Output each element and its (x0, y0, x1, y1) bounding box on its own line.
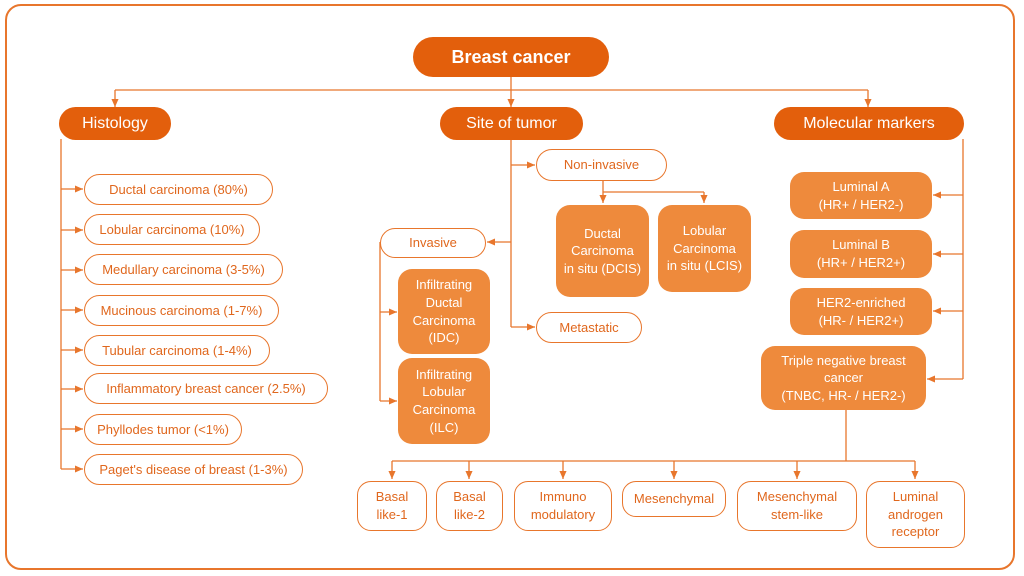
histology-item: Medullary carcinoma (3-5%) (84, 254, 283, 285)
marker-tnbc: Triple negative breast cancer (TNBC, HR-… (761, 346, 926, 410)
tnbc-subtype-mesenchymal-stem-like: Mesenchymal stem-like (737, 481, 857, 531)
site-dcis: Ductal Carcinoma in situ (DCIS) (556, 205, 649, 297)
site-lcis: Lobular Carcinoma in situ (LCIS) (658, 205, 751, 292)
histology-item: Paget's disease of breast (1-3%) (84, 454, 303, 485)
tnbc-subtype-mesenchymal: Mesenchymal (622, 481, 726, 517)
histology-item: Lobular carcinoma (10%) (84, 214, 260, 245)
histology-item: Ductal carcinoma (80%) (84, 174, 273, 205)
marker-her2-enriched: HER2-enriched (HR- / HER2+) (790, 288, 932, 335)
marker-luminal-b: Luminal B (HR+ / HER2+) (790, 230, 932, 278)
histology-item: Inflammatory breast cancer (2.5%) (84, 373, 328, 404)
site-non-invasive: Non-invasive (536, 149, 667, 181)
diagram-frame (5, 4, 1015, 570)
category-molecular-markers: Molecular markers (774, 107, 964, 140)
site-invasive: Invasive (380, 228, 486, 258)
tnbc-subtype-basal-like-2: Basal like-2 (436, 481, 503, 531)
marker-luminal-a: Luminal A (HR+ / HER2-) (790, 172, 932, 219)
tnbc-subtype-luminal-androgen-receptor: Luminal androgen receptor (866, 481, 965, 548)
tnbc-subtype-immunomodulatory: Immuno modulatory (514, 481, 612, 531)
tnbc-subtype-basal-like-1: Basal like-1 (357, 481, 427, 531)
category-site-of-tumor: Site of tumor (440, 107, 583, 140)
site-idc: Infiltrating Ductal Carcinoma (IDC) (398, 269, 490, 354)
histology-item: Mucinous carcinoma (1-7%) (84, 295, 279, 326)
histology-item: Tubular carcinoma (1-4%) (84, 335, 270, 366)
root-node-breast-cancer: Breast cancer (413, 37, 609, 77)
site-metastatic: Metastatic (536, 312, 642, 343)
category-histology: Histology (59, 107, 171, 140)
site-ilc: Infiltrating Lobular Carcinoma (ILC) (398, 358, 490, 444)
histology-item: Phyllodes tumor (<1%) (84, 414, 242, 445)
